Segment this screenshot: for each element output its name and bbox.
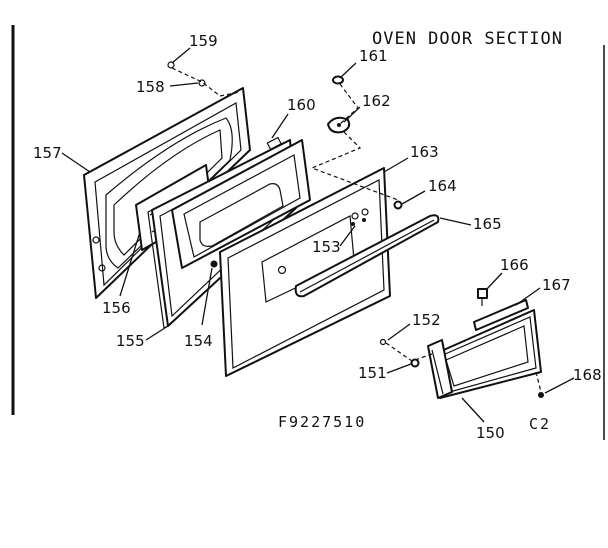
leader-154 [201,267,213,326]
assembly-line-151 [385,342,433,362]
screw-164 [393,200,403,210]
label-162: 162 [362,92,391,110]
revision-mark: C2 [529,415,551,433]
label-161: 161 [359,47,388,65]
leader-164 [401,190,426,205]
leader-156 [119,231,141,297]
leader-161 [339,62,357,79]
screws-153 [351,218,366,226]
label-159: 159 [189,32,218,50]
leader-168 [544,377,575,394]
label-168: 168 [573,366,602,384]
leader-165 [439,217,472,226]
label-164: 164 [428,177,457,195]
diagram-title: OVEN DOOR SECTION [372,29,563,49]
screw-168 [538,392,544,398]
leader-153 [339,225,356,247]
door-handle-165 [294,214,440,298]
label-158: 158 [136,78,165,96]
label-155: 155 [116,332,145,350]
label-157: 157 [33,144,62,162]
label-165: 165 [473,215,502,233]
screw-161 [332,75,344,85]
label-152: 152 [412,311,441,329]
leader-166 [485,272,503,291]
leader-157 [61,152,91,173]
leader-159 [171,47,191,64]
label-167: 167 [542,276,571,294]
screw-166 [477,288,488,306]
label-150: 150 [476,424,505,442]
leader-158 [169,82,199,87]
label-156: 156 [102,299,131,317]
screw-151 [410,358,420,368]
label-151: 151 [358,364,387,382]
leader-167 [515,287,541,306]
leader-162 [343,106,361,123]
assembly-line-158 [171,67,241,97]
label-163: 163 [410,143,439,161]
drawing-code: F9227510 [278,413,366,431]
assembly-line-168 [535,371,542,393]
leader-150 [461,397,485,423]
leader-160 [271,113,289,139]
leader-155 [145,325,169,341]
leader-152 [387,323,411,341]
window-bracket-167 [473,299,529,331]
label-160: 160 [287,96,316,114]
leader-151 [386,363,412,374]
oven-window-150 [427,309,542,399]
leader-163 [383,157,409,173]
screw-159 [167,61,175,69]
label-154: 154 [184,332,213,350]
label-153: 153 [312,238,341,256]
glass-pack-160 [171,136,311,269]
screw-152 [379,338,387,346]
screw-158 [198,79,206,87]
label-166: 166 [500,256,529,274]
